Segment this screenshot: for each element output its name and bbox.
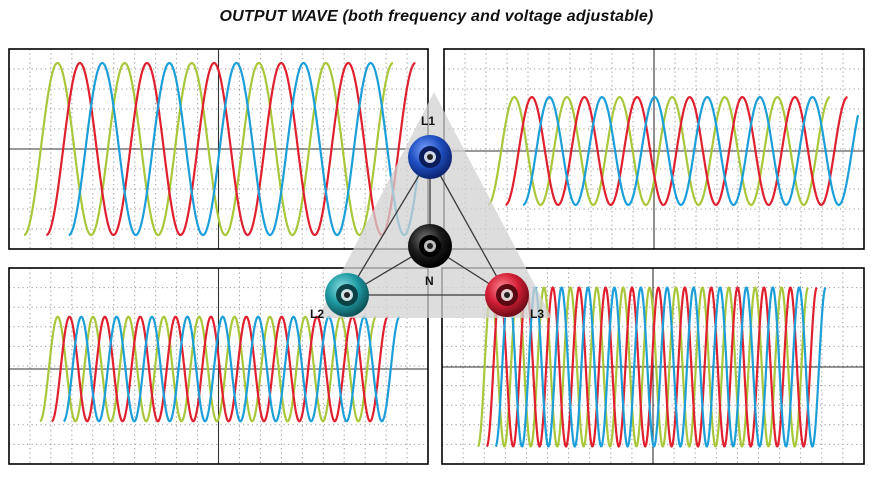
panel-border <box>441 267 865 465</box>
waveform-l2 <box>485 286 818 448</box>
waveform-l3 <box>68 61 424 237</box>
waveform-l2 <box>51 315 389 423</box>
waveform-l2 <box>45 61 416 237</box>
waveform-l3 <box>522 96 860 206</box>
waveform-panel-top-right <box>443 48 865 250</box>
waveform-l3 <box>494 286 827 448</box>
terminal-l2 <box>325 273 369 317</box>
panel-border <box>8 267 429 465</box>
waveform-panel-bottom-right <box>441 267 865 465</box>
terminal-label-l3: L3 <box>530 307 544 321</box>
waveform-l1 <box>39 315 377 423</box>
waveform-l1 <box>23 61 394 237</box>
terminal-label-l2: L2 <box>310 307 324 321</box>
waveform-panel-top-left <box>8 48 429 250</box>
page-title: OUTPUT WAVE (both frequency and voltage … <box>219 8 654 25</box>
terminal-l3 <box>485 273 529 317</box>
waveform-l1 <box>477 286 809 448</box>
terminal-n <box>408 224 452 268</box>
terminal-l1 <box>408 135 452 179</box>
terminal-label-n: N <box>425 274 434 288</box>
terminal-triangle-plate <box>318 92 552 318</box>
waveform-l3 <box>63 315 401 423</box>
waveform-l2 <box>505 96 848 206</box>
waveform-l1 <box>487 96 831 206</box>
three-phase-terminal-icon: L1 N L2 L3 <box>310 92 552 321</box>
terminal-label-l1: L1 <box>421 114 435 128</box>
